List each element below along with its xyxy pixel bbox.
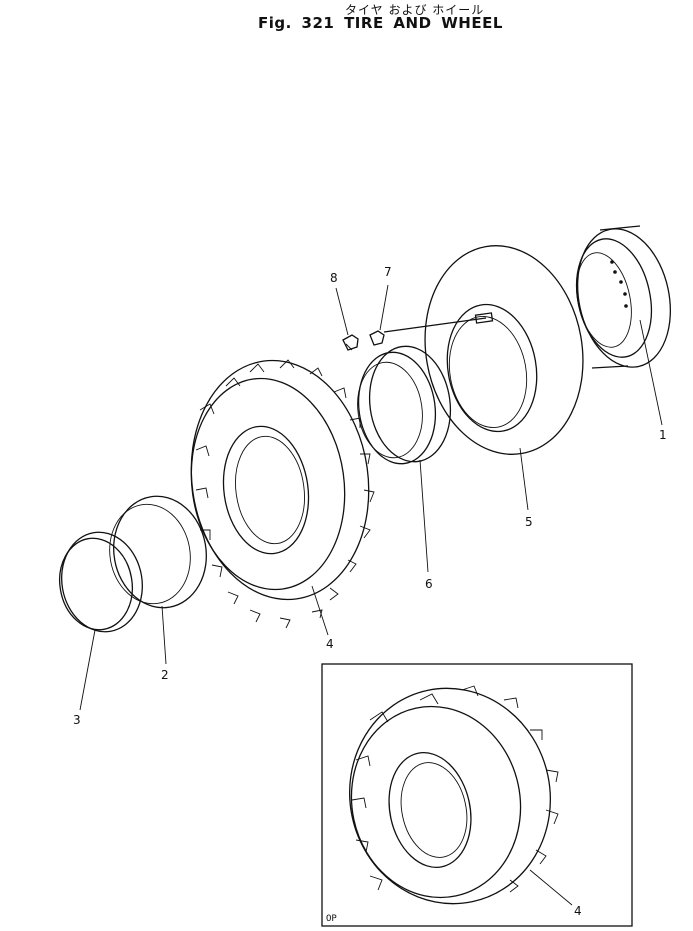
callout-8: 8 (330, 271, 338, 285)
callout-3: 3 (73, 713, 81, 727)
lock-ring-part-3 (59, 531, 143, 633)
callout-1: 1 (659, 428, 667, 442)
inset-tag: OP (326, 914, 337, 924)
inset-option-tire (321, 663, 633, 927)
figure-title: Fig. 321 TIRE AND WHEEL (258, 14, 503, 32)
callout-6: 6 (425, 577, 433, 591)
callout-7: 7 (384, 265, 392, 279)
valve-parts-7-8 (342, 312, 494, 351)
flap-part-5 (424, 245, 584, 455)
side-ring-part-2 (109, 495, 207, 609)
callout-2: 2 (161, 668, 169, 682)
figure-title-japanese: タイヤ および ホイール (345, 3, 485, 17)
leader-lines (79, 284, 663, 711)
callout-4-inset: 4 (574, 904, 582, 918)
callout-4: 4 (326, 637, 334, 651)
callout-5: 5 (525, 515, 533, 529)
tube-part-6 (357, 345, 452, 465)
tire-part-4 (190, 359, 375, 629)
wheel-rim-part-1 (575, 225, 672, 369)
